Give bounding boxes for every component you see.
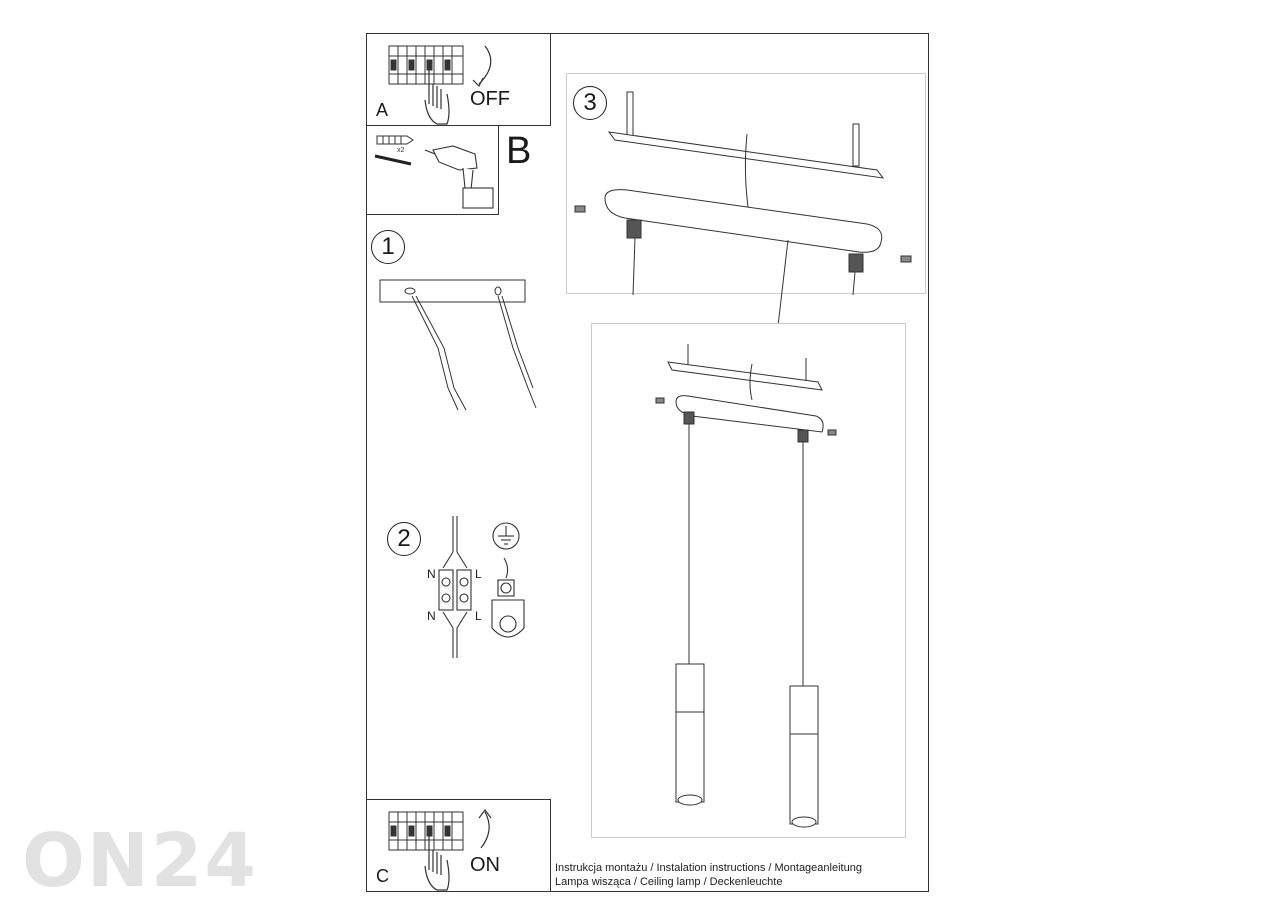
power-on-text: ON: [470, 854, 500, 876]
circuit-breaker-icon: [388, 811, 464, 851]
caption-line-2: Lampa wisząca / Ceiling lamp / Deckenleu…: [555, 876, 783, 888]
instruction-sheet: [366, 33, 929, 892]
panel-c-label: C: [376, 866, 389, 886]
panel-b-tools: x2 B: [366, 125, 531, 215]
brand-watermark: ON24: [22, 818, 258, 904]
wire-n-top: N: [427, 567, 436, 581]
hand-icon: [424, 69, 450, 125]
step-3-panel: 3: [566, 73, 926, 295]
connector-line: [777, 240, 789, 327]
step-1-number: 1: [371, 230, 405, 264]
caption-line-1: Instrukcja montażu / Instalation instruc…: [555, 862, 862, 874]
panel-c-power-on: C ON: [366, 799, 551, 892]
canopy-bracket-diagram: [574, 91, 912, 295]
screw-icon: x2: [374, 147, 412, 166]
panel-b-label: B: [506, 130, 532, 172]
circuit-breaker-icon: [388, 45, 464, 85]
ground-symbol-icon: [491, 522, 525, 638]
wall-plug-icon: [376, 135, 414, 145]
step-2-wiring: N L N L: [427, 516, 482, 658]
step-1-ceiling-mount: [379, 279, 537, 411]
quantity-text: x2: [397, 147, 405, 154]
assembled-lamp-panel: [591, 323, 906, 838]
panel-a-label: A: [376, 100, 389, 120]
wire-n-bottom: N: [427, 609, 436, 623]
arrow-icon: [478, 809, 492, 849]
arrow-icon: [472, 45, 492, 88]
step-2-number: 2: [387, 522, 421, 556]
power-off-text: OFF: [470, 88, 510, 110]
panel-a-power-off: A OFF: [366, 33, 551, 126]
wire-l-top: L: [475, 567, 482, 581]
hand-icon: [424, 835, 450, 891]
drill-icon: [424, 145, 494, 209]
wire-l-bottom: L: [475, 609, 482, 623]
step-3-number: 3: [573, 86, 607, 120]
pendant-lamp-icon: [655, 344, 837, 828]
